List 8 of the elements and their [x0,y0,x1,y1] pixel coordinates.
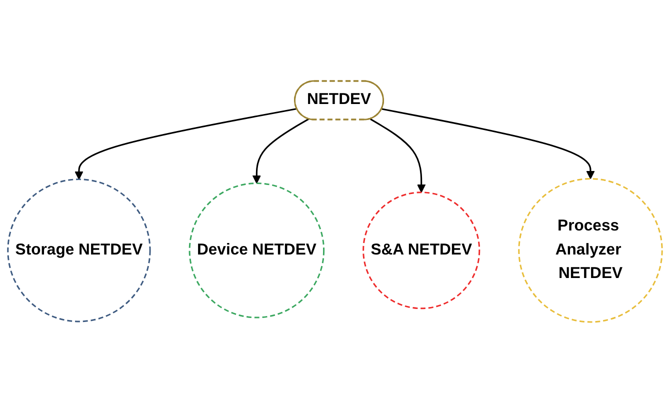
node-circle: Process Analyzer NETDEV [518,178,663,323]
arrow [370,118,426,193]
node-circle: S&A NETDEV [362,192,480,310]
arrow [252,118,310,184]
node-circle: Device NETDEV [188,182,325,318]
arrow [74,108,298,180]
node-circle: Storage NETDEV [7,178,151,322]
arrow [382,108,595,180]
